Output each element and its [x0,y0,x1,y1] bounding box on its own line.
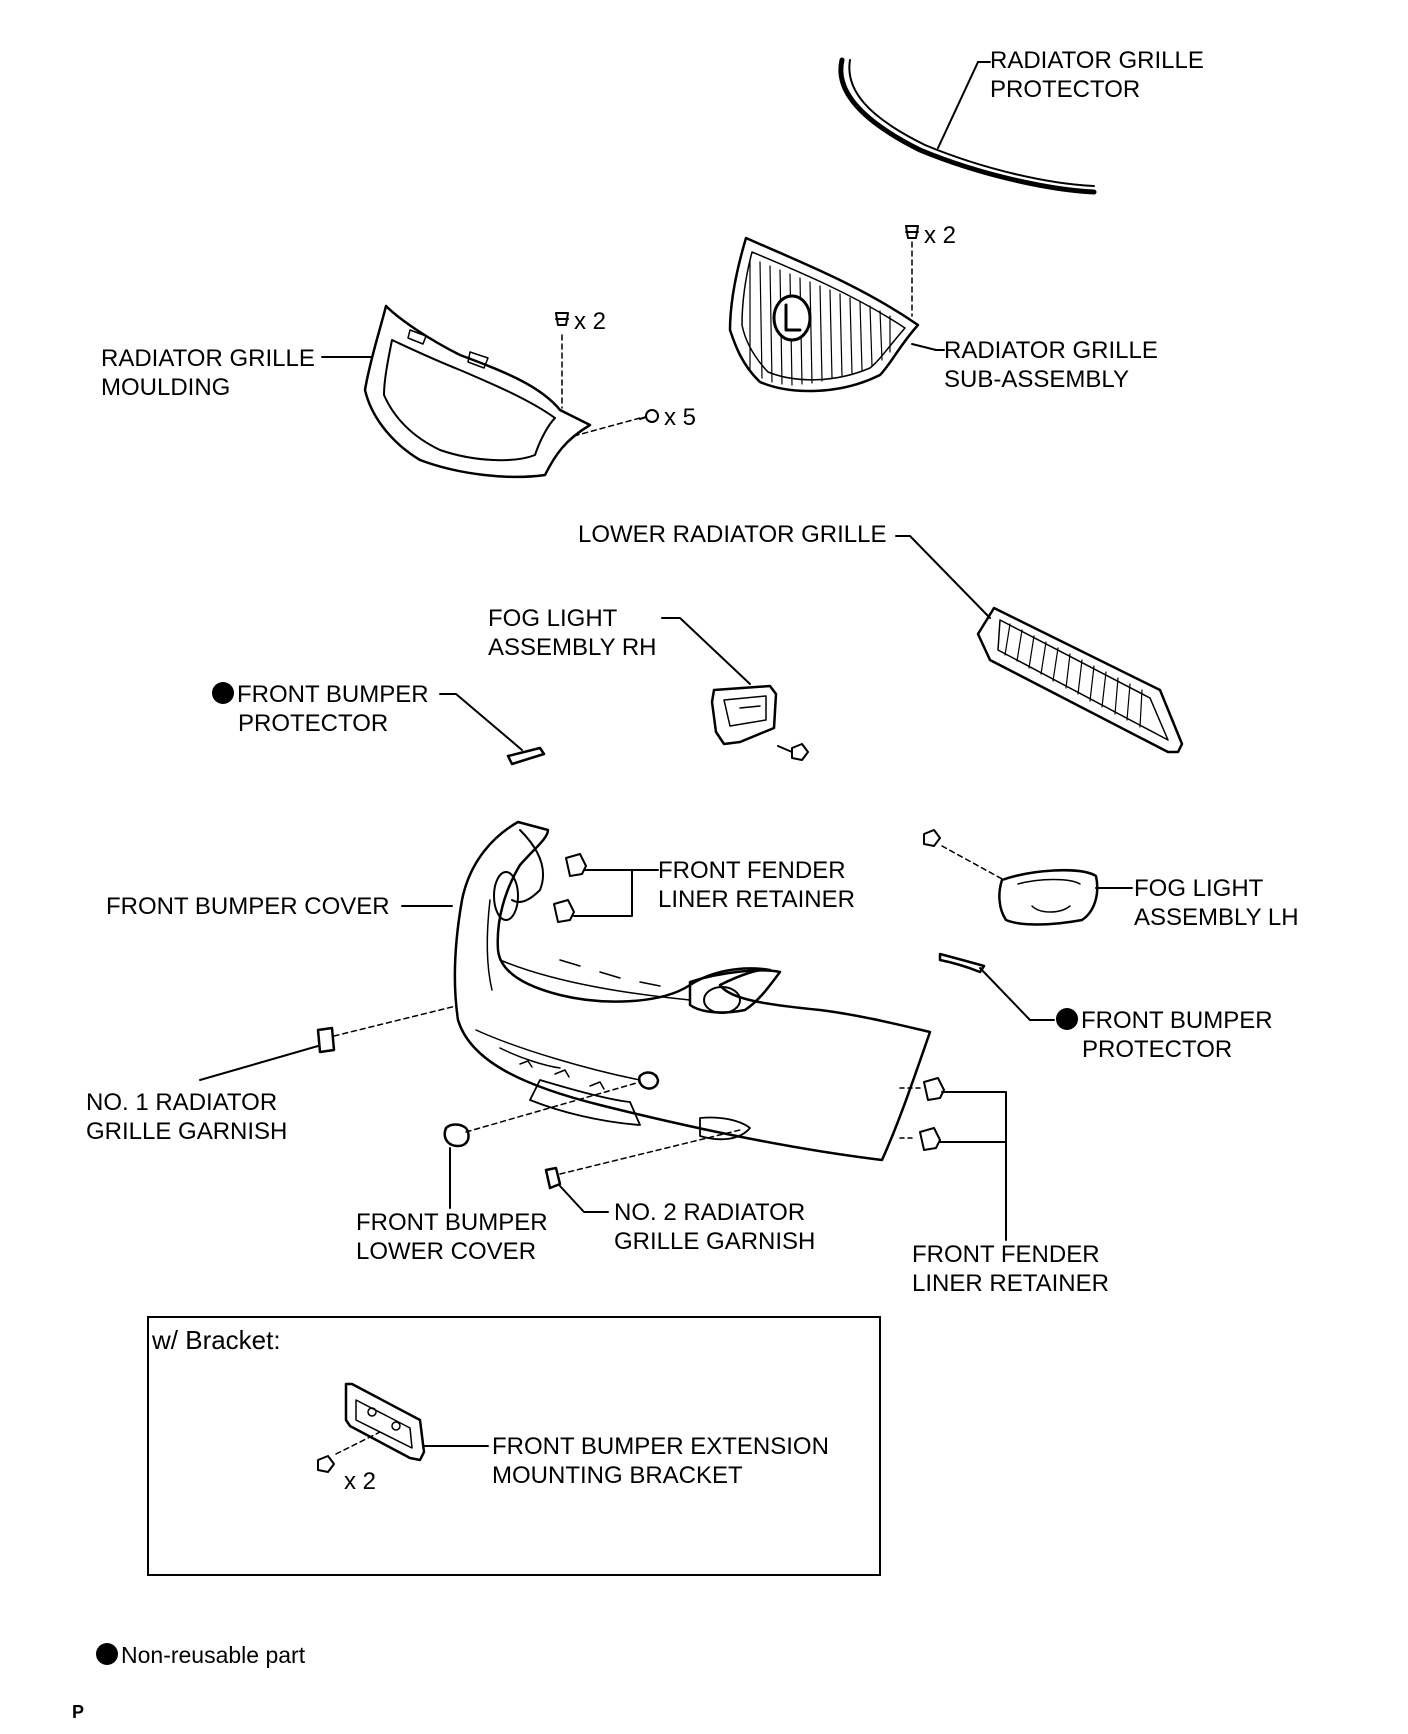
leader-sub-assembly [911,343,937,351]
qty-moulding-screws: x 5 [664,404,697,431]
extension-bracket-part [344,1382,426,1462]
cover-plug-part [638,1071,660,1090]
leader-protector-right [979,967,1055,1021]
lower-cover-part [443,1123,470,1148]
bracket-bolt [317,1455,335,1473]
leader-lower-grille [895,535,991,619]
label-front-bumper-protector-right: FRONT BUMPER PROTECTOR [1056,1006,1273,1064]
label-front-fender-liner-retainer-top: FRONT FENDER LINER RETAINER [658,857,855,913]
no2-garnish-part [544,1166,562,1190]
label-front-bumper-cover: FRONT BUMPER COVER [106,893,390,920]
label-front-bumper-lower-cover: FRONT BUMPER LOWER COVER [356,1209,548,1265]
fog-light-lh-part [998,868,1099,926]
fender-retainer-bottom-parts [919,1077,945,1151]
front-bumper-protector-left-part [506,746,546,766]
label-fog-light-lh: FOG LIGHT ASSEMBLY LH [1134,875,1299,931]
qty-sub-assembly-clips: x 2 [924,222,957,249]
leader-fog-rh [661,617,751,685]
label-front-bumper-protector-left: FRONT BUMPER PROTECTOR [212,680,429,738]
fog-light-rh-part [710,684,778,746]
radiator-grille-moulding-part [363,304,592,479]
fog-rh-bolt [777,743,809,761]
leader-fender-retainer-bottom [939,1091,1007,1241]
leader-fender-retainer-top [573,869,659,917]
fender-retainer-top-parts [553,853,587,923]
label-radiator-grille-moulding: RADIATOR GRILLE MOULDING [101,345,315,401]
label-front-fender-liner-retainer-bottom: FRONT FENDER LINER RETAINER [912,1241,1109,1297]
non-reusable-dot-icon [96,1643,118,1665]
label-no1-radiator-grille-garnish: NO. 1 RADIATOR GRILLE GARNISH [86,1089,288,1145]
moulding-clip [555,312,569,326]
qty-bracket-bolts: x 2 [344,1468,377,1495]
legend: Non-reusable part [96,1642,305,1669]
leader-no2-garnish [559,1185,609,1213]
qty-moulding-clips: x 2 [574,308,607,335]
label-front-bumper-extension-bracket: FRONT BUMPER EXTENSION MOUNTING BRACKET [492,1433,829,1489]
non-reusable-dot-icon [212,682,234,704]
label-no2-radiator-grille-garnish: NO. 2 RADIATOR GRILLE GARNISH [614,1199,816,1255]
leader-protector-left [439,693,523,751]
moulding-screw [639,409,659,423]
page-mark: P [72,1702,85,1722]
no1-garnish-part [316,1026,336,1054]
radiator-grille-protector-part [838,57,1097,195]
bracket-section-box [147,1316,881,1576]
sub-assembly-clip [905,225,919,239]
legend-text: Non-reusable part [121,1642,306,1668]
label-fog-light-rh: FOG LIGHT ASSEMBLY RH [488,605,657,661]
front-bumper-cover-part [453,820,932,1162]
fog-lh-bolt [923,829,941,847]
label-radiator-grille-sub-assembly: RADIATOR GRILLE SUB-ASSEMBLY [944,337,1158,393]
lower-radiator-grille-part [976,606,1184,754]
label-radiator-grille-protector: RADIATOR GRILLE PROTECTOR [990,47,1204,103]
front-bumper-protector-right-part [938,952,986,974]
leader-grille-protector [937,61,979,149]
leader-no1-garnish [199,1045,319,1081]
radiator-grille-sub-assembly-part [728,236,920,393]
label-lower-radiator-grille: LOWER RADIATOR GRILLE [578,521,887,548]
bracket-section-title: w/ Bracket: [152,1325,281,1355]
non-reusable-dot-icon [1056,1008,1078,1030]
